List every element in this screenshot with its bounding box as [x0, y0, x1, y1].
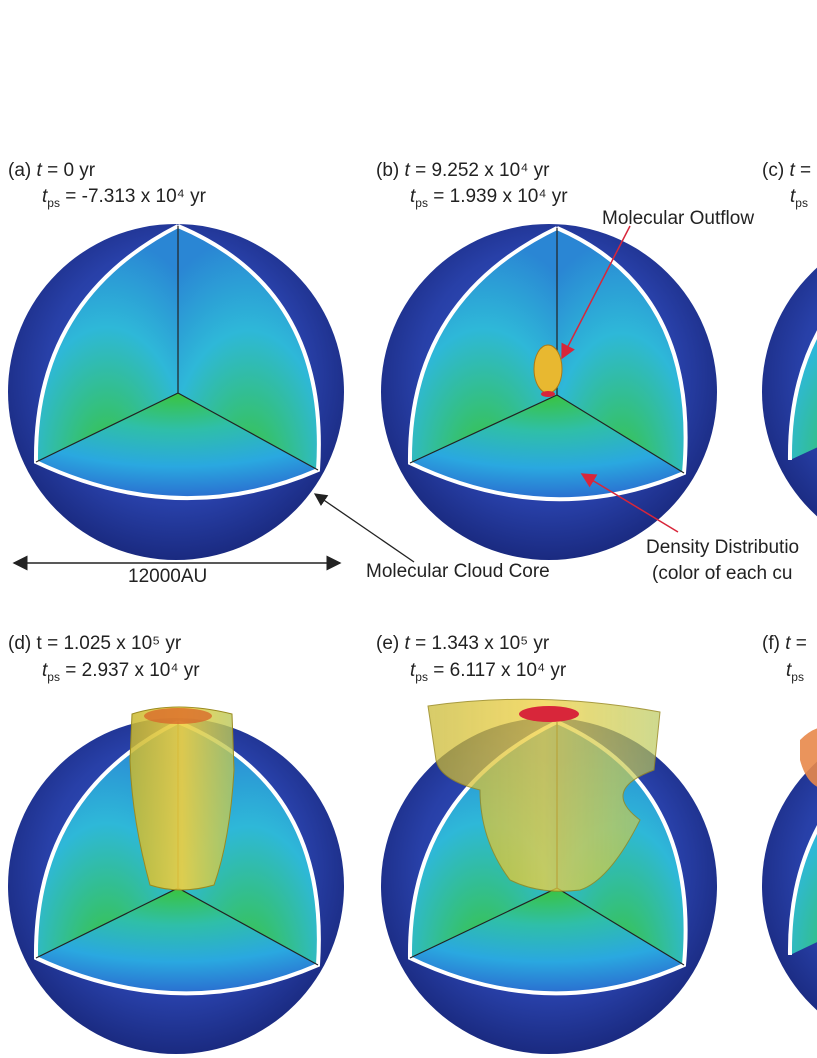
sphere-e [381, 698, 717, 1054]
label-d-tps: tps = 2.937 x 10⁴ yr [42, 660, 200, 684]
core-arrow [313, 493, 415, 563]
sphere-d [8, 706, 344, 1054]
density-label-line2: (color of each cu [652, 563, 793, 584]
label-c-tps: tps [790, 186, 808, 210]
scale-label: 12000AU [128, 566, 208, 587]
sphere-c [762, 267, 817, 517]
sphere-b [381, 224, 717, 560]
sphere-a [8, 224, 344, 560]
label-b-t: (b) t = 9.252 x 10⁴ yr [376, 160, 550, 181]
label-f-t: (f) t = [762, 633, 807, 654]
outflow-label: Molecular Outflow [602, 208, 755, 229]
label-c-t: (c) t = [762, 160, 812, 181]
label-d-t: (d) t = 1.025 x 10⁵ yr [8, 633, 182, 654]
label-b-tps: tps = 1.939 x 10⁴ yr [410, 186, 568, 210]
label-e-t: (e) t = 1.343 x 10⁵ yr [376, 633, 550, 654]
label-e-tps: tps = 6.117 x 10⁴ yr [410, 660, 567, 684]
sphere-f [762, 728, 817, 1011]
density-label-line1: Density Distributio [646, 537, 800, 558]
density-arrow [580, 473, 679, 533]
label-f-tps: tps [786, 660, 804, 684]
core-label: Molecular Cloud Core [366, 561, 550, 582]
label-a-tps: tps = -7.313 x 10⁴ yr [42, 186, 206, 210]
outflow-arrow [561, 225, 631, 360]
label-a-t: (a) t = 0 yr [8, 160, 96, 181]
